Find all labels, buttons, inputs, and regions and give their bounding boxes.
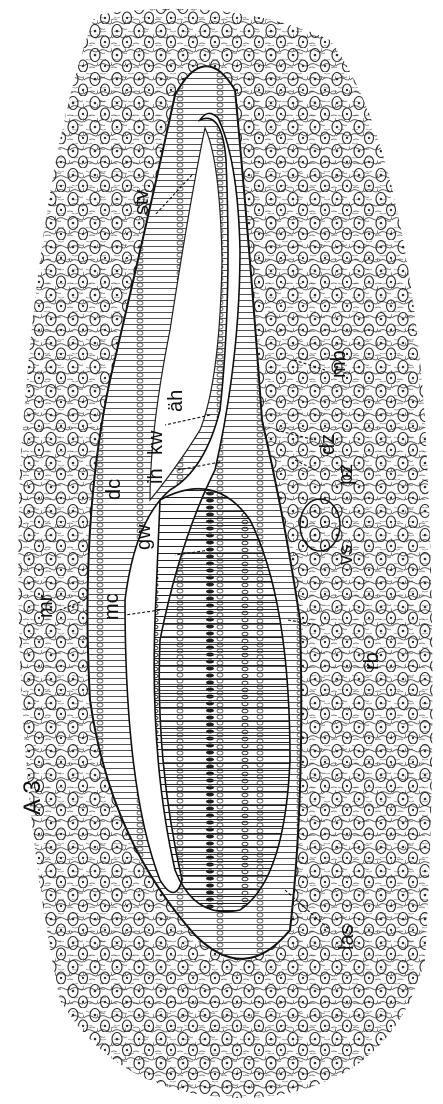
label-ah: äh bbox=[165, 390, 187, 412]
label-gw: gw bbox=[133, 524, 155, 550]
label-ih: ih bbox=[145, 468, 167, 484]
label-las: las bbox=[336, 924, 358, 950]
vessel bbox=[300, 499, 340, 551]
label-dc: dc bbox=[103, 479, 125, 500]
label-kw: kw bbox=[145, 430, 167, 455]
label-mc: mc bbox=[101, 593, 123, 620]
label-stv: stv bbox=[131, 189, 153, 215]
label-vs: vs bbox=[335, 545, 357, 565]
label-mb: mb bbox=[328, 350, 350, 378]
panel-label: A 3 bbox=[19, 780, 46, 815]
label-dz: dz bbox=[317, 434, 339, 455]
label-pz: pz bbox=[335, 464, 357, 485]
label-mr: mr bbox=[35, 594, 57, 618]
label-rb: rb bbox=[361, 652, 383, 670]
